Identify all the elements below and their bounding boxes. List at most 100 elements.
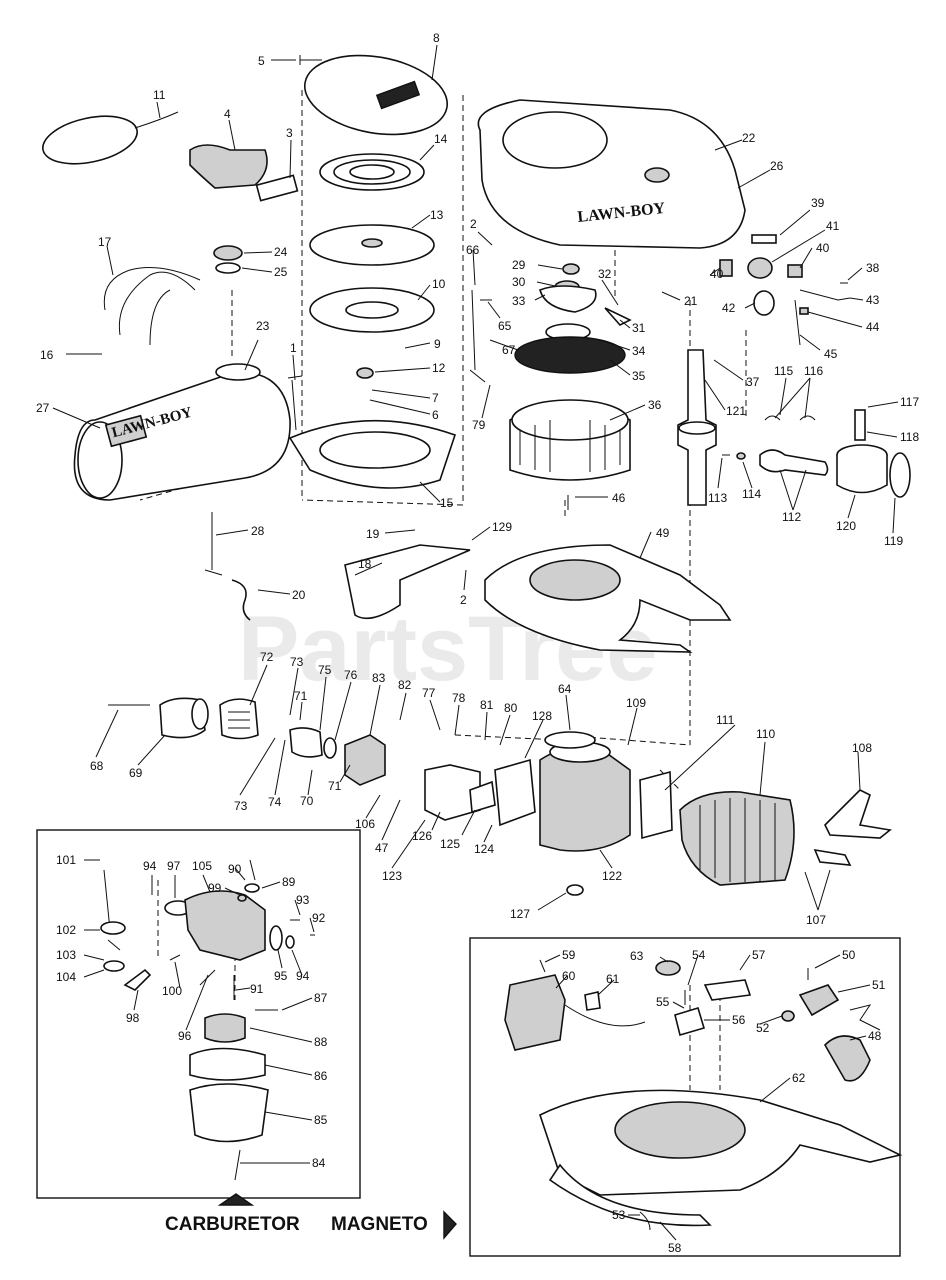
- callout-58: 58: [668, 1241, 682, 1255]
- callout-102: 102: [56, 923, 76, 937]
- callout-61: 61: [606, 972, 620, 986]
- callout-2: 2: [460, 593, 467, 607]
- callout-120: 120: [836, 519, 856, 533]
- callout-89: 89: [282, 875, 296, 889]
- callout-78: 78: [452, 691, 466, 705]
- callout-labels: 5 8 11 4 3 14 22 26 13 17 24 25 10 2 66 …: [36, 31, 919, 1255]
- callout-43: 43: [866, 293, 880, 307]
- callout-75: 75: [318, 663, 332, 677]
- callout-100: 100: [162, 984, 182, 998]
- callout-93: 93: [296, 893, 310, 907]
- carburetor-inset: CARBURETOR: [36, 829, 361, 1235]
- callout-117: 117: [900, 395, 919, 409]
- callout-11: 11: [153, 88, 166, 102]
- callout-76: 76: [344, 668, 358, 682]
- callout-114: 114: [742, 487, 761, 501]
- callout-119: 119: [884, 534, 903, 548]
- callout-85: 85: [314, 1113, 328, 1127]
- callout-127: 127: [510, 907, 530, 921]
- callout-83: 83: [372, 671, 386, 685]
- callout-95: 95: [274, 969, 288, 983]
- callout-32: 32: [598, 267, 612, 281]
- callout-70: 70: [300, 794, 314, 808]
- callout-36: 36: [648, 398, 662, 412]
- callout-50: 50: [842, 948, 856, 962]
- callout-80: 80: [504, 701, 518, 715]
- callout-41: 41: [826, 219, 840, 233]
- callout-77: 77: [422, 686, 436, 700]
- callout-33: 33: [512, 294, 526, 308]
- callout-52: 52: [756, 1021, 770, 1035]
- callout-110: 110: [756, 727, 775, 741]
- callout-98: 98: [126, 1011, 140, 1025]
- callout-42: 42: [722, 301, 736, 315]
- callout-94: 94: [143, 859, 157, 873]
- callout-25: 25: [274, 265, 288, 279]
- carburetor-caption: CARBURETOR: [165, 1214, 300, 1235]
- callout-55: 55: [656, 995, 670, 1009]
- callout-20: 20: [292, 588, 306, 602]
- callout-60: 60: [562, 969, 576, 983]
- callout-9: 9: [434, 337, 441, 351]
- callout-71: 71: [328, 779, 342, 793]
- callout-71: 71: [294, 689, 308, 703]
- callout-38: 38: [866, 261, 880, 275]
- callout-106: 106: [355, 817, 375, 831]
- callout-103: 103: [56, 948, 76, 962]
- callout-12: 12: [432, 361, 446, 375]
- callout-30: 30: [512, 275, 526, 289]
- callout-45: 45: [824, 347, 838, 361]
- callout-129: 129: [492, 520, 512, 534]
- callout-17: 17: [98, 235, 112, 249]
- callout-49: 49: [656, 526, 670, 540]
- callout-113: 113: [708, 491, 727, 505]
- callout-82: 82: [398, 678, 412, 692]
- callout-123: 123: [382, 869, 402, 883]
- callout-74: 74: [268, 795, 282, 809]
- callout-111: 111: [716, 713, 735, 727]
- callout-105: 105: [192, 859, 212, 873]
- callout-109: 109: [626, 696, 646, 710]
- leader-lines: [52, 44, 899, 1241]
- callout-31: 31: [632, 321, 646, 335]
- callout-53: 53: [612, 1208, 626, 1222]
- callout-10: 10: [432, 277, 446, 291]
- callout-125: 125: [440, 837, 460, 851]
- callout-5: 5: [258, 54, 265, 68]
- part-illustrations: LAWN-BOY LAWN-BOY: [42, 54, 911, 1090]
- callout-108: 108: [852, 741, 872, 755]
- callout-27: 27: [36, 401, 50, 415]
- callout-107: 107: [806, 913, 826, 927]
- callout-94: 94: [296, 969, 310, 983]
- callout-92: 92: [312, 911, 326, 925]
- callout-21: 21: [684, 294, 698, 308]
- callout-16: 16: [40, 348, 54, 362]
- callout-84: 84: [312, 1156, 326, 1170]
- callout-96: 96: [178, 1029, 192, 1043]
- callout-8: 8: [433, 31, 440, 45]
- callout-22: 22: [742, 131, 756, 145]
- callout-4: 4: [224, 107, 231, 121]
- callout-126: 126: [412, 829, 432, 843]
- callout-54: 54: [692, 948, 706, 962]
- callout-64: 64: [558, 682, 572, 696]
- callout-14: 14: [434, 132, 448, 146]
- callout-99: 99: [208, 881, 222, 895]
- callout-44: 44: [866, 320, 880, 334]
- callout-104: 104: [56, 970, 76, 984]
- callout-23: 23: [256, 319, 270, 333]
- callout-91: 91: [250, 982, 264, 996]
- callout-29: 29: [512, 258, 526, 272]
- callout-7: 7: [432, 391, 439, 405]
- callout-62: 62: [792, 1071, 806, 1085]
- callout-73: 73: [234, 799, 248, 813]
- callout-124: 124: [474, 842, 494, 856]
- callout-81: 81: [480, 698, 494, 712]
- callout-67: 67: [502, 343, 516, 357]
- callout-39: 39: [811, 196, 825, 210]
- callout-59: 59: [562, 948, 576, 962]
- callout-112: 112: [782, 510, 801, 524]
- callout-73: 73: [290, 655, 304, 669]
- callout-72: 72: [260, 650, 274, 664]
